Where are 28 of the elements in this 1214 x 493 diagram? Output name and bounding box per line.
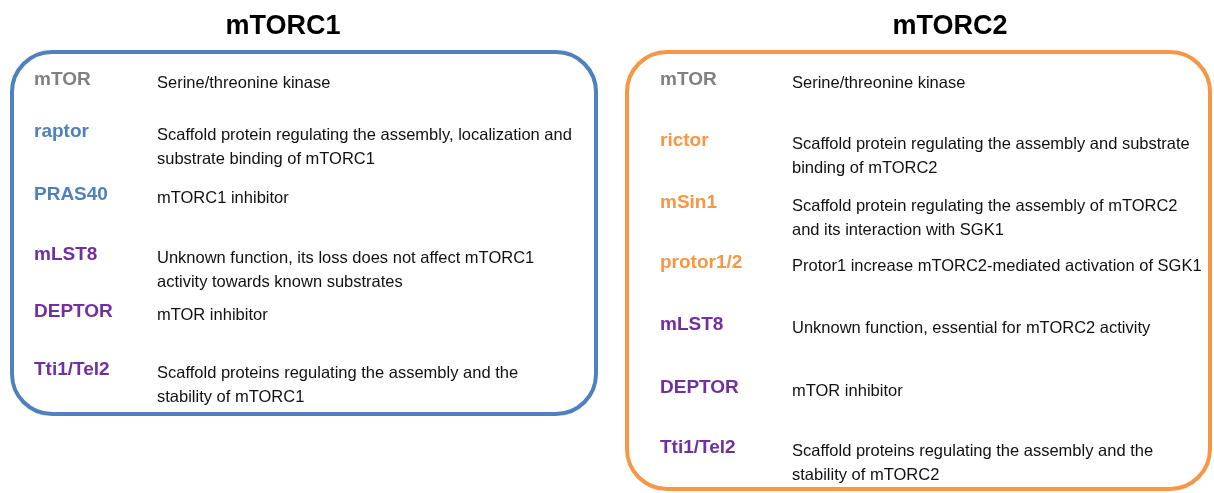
component-description: Unknown function, essential for mTORC2 activity xyxy=(792,317,1152,338)
component-name: mLST8 xyxy=(34,243,98,265)
component-description: mTOR inhibitor xyxy=(157,304,269,325)
complex-title: mTORC1 xyxy=(225,10,341,41)
component-description: mTORC1 inhibitor xyxy=(157,187,290,208)
component-name: mTOR xyxy=(34,68,91,90)
component-name: protor1/2 xyxy=(660,251,743,273)
component-name: DEPTOR xyxy=(34,300,113,322)
component-name: Tti1/Tel2 xyxy=(660,436,736,458)
component-name: Tti1/Tel2 xyxy=(34,358,110,380)
component-name: mLST8 xyxy=(660,313,724,335)
component-name: mTOR xyxy=(660,68,717,90)
component-name: PRAS40 xyxy=(34,183,108,205)
component-description: Protor1 increase mTORC2-mediated activation of SGK1 xyxy=(792,255,1202,276)
component-description: Scaffold protein regulating the assembly, localization and substrate binding of mTORC1 xyxy=(157,124,573,169)
component-description: Scaffold protein regulating the assembly and substrate binding of mTORC2 xyxy=(792,133,1191,178)
component-description: Scaffold proteins regulating the assembly and the stability of mTORC1 xyxy=(157,362,520,407)
component-name: mSin1 xyxy=(660,191,718,213)
component-name: raptor xyxy=(34,120,89,142)
component-description: Scaffold proteins regulating the assembly and the stability of mTORC2 xyxy=(792,440,1155,485)
component-description: Serine/threonine kinase xyxy=(157,72,332,93)
component-name: rictor xyxy=(660,129,709,151)
component-description: mTOR inhibitor xyxy=(792,380,904,401)
complex-title: mTORC2 xyxy=(892,10,1008,41)
component-description: Scaffold protein regulating the assembly of mTORC2 and its interaction with SGK1 xyxy=(792,195,1179,240)
component-description: Serine/threonine kinase xyxy=(792,72,967,93)
component-description: Unknown function, its loss does not affect mTORC1 activity towards known substrates xyxy=(157,247,536,292)
component-name: DEPTOR xyxy=(660,376,739,398)
